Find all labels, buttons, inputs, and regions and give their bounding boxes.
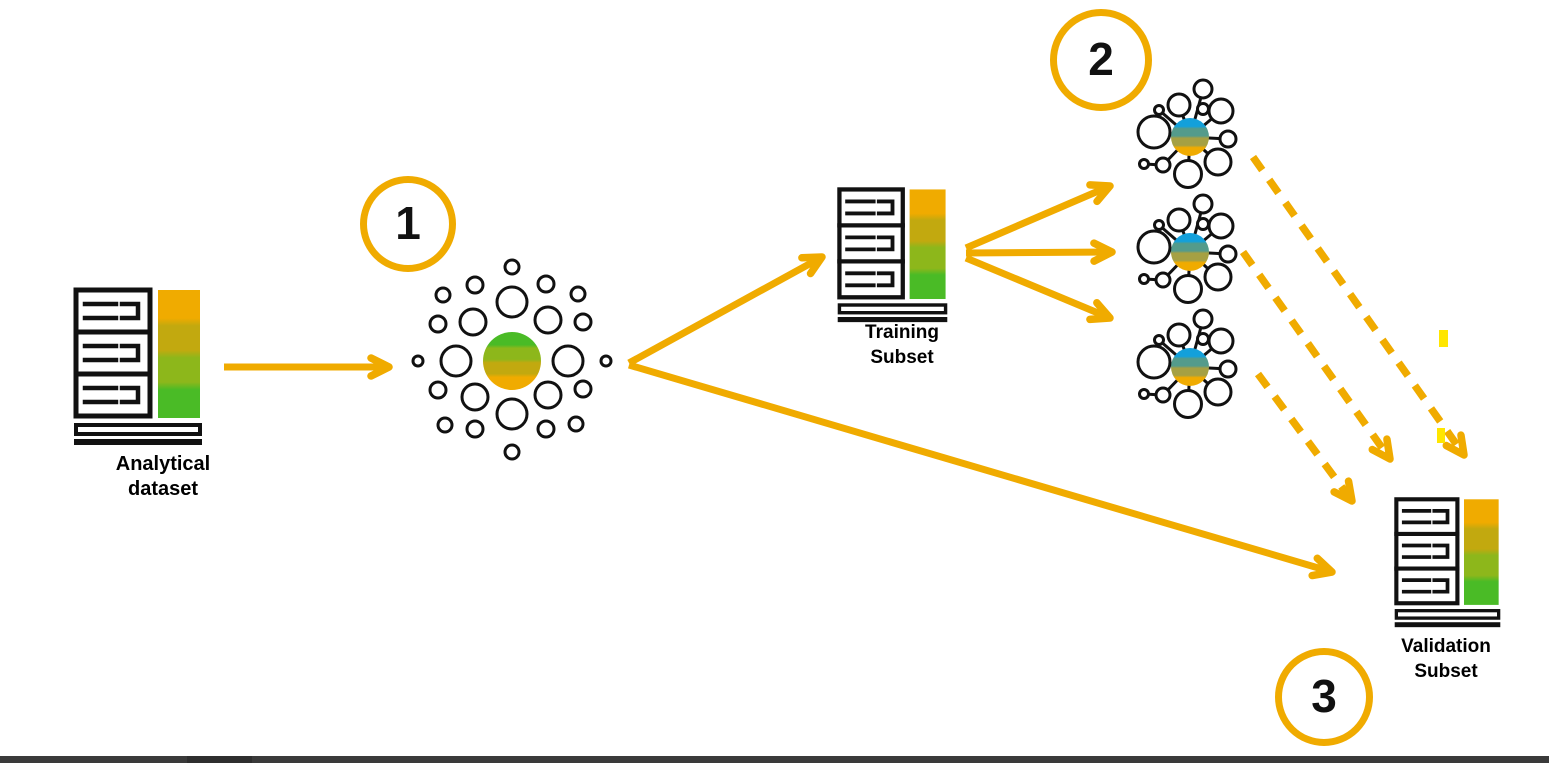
label-line: Subset — [1414, 661, 1478, 682]
arrow-cluster-to-validation — [628, 361, 1336, 580]
step-number: 2 — [1088, 33, 1114, 85]
arrow-training-to-model-3 — [964, 254, 1114, 324]
label-line: Training — [865, 322, 939, 343]
step-3-badge: 3 — [1275, 648, 1373, 746]
dashed-arrow-model-2-to-validation — [1239, 249, 1394, 463]
training-subset-label: Training Subset — [802, 320, 1002, 370]
arrow-cluster-to-training — [627, 253, 826, 367]
step-2-badge: 2 — [1050, 9, 1152, 111]
dashed-arrow-model-1-to-validation — [1249, 154, 1468, 459]
dashed-arrow-model-3-to-validation — [1254, 371, 1356, 505]
arrow-training-to-model-1 — [964, 181, 1114, 252]
highlight-mark — [1437, 428, 1445, 443]
ml-model-icon — [1136, 193, 1238, 304]
database-icon — [72, 286, 204, 446]
ml-model-icon — [1136, 78, 1238, 189]
database-icon — [836, 186, 949, 323]
ml-model-icon — [1136, 308, 1238, 419]
label-line: dataset — [127, 478, 199, 500]
step-number: 3 — [1311, 670, 1337, 722]
step-number: 1 — [395, 197, 421, 249]
footer-bar-segment — [187, 756, 252, 763]
highlight-mark — [1439, 330, 1448, 347]
footer-bar — [0, 756, 1549, 763]
arrow-training-to-model-2 — [965, 239, 1116, 265]
label-line: Validation — [1401, 636, 1491, 657]
analytical-dataset-label: Analytical dataset — [63, 452, 263, 502]
clustering-icon — [411, 258, 613, 461]
validation-subset-label: Validation Subset — [1346, 634, 1546, 684]
database-icon — [1393, 496, 1502, 628]
label-line: Subset — [870, 347, 934, 368]
label-line: Analytical — [115, 453, 211, 475]
step-1-badge: 1 — [360, 176, 456, 272]
